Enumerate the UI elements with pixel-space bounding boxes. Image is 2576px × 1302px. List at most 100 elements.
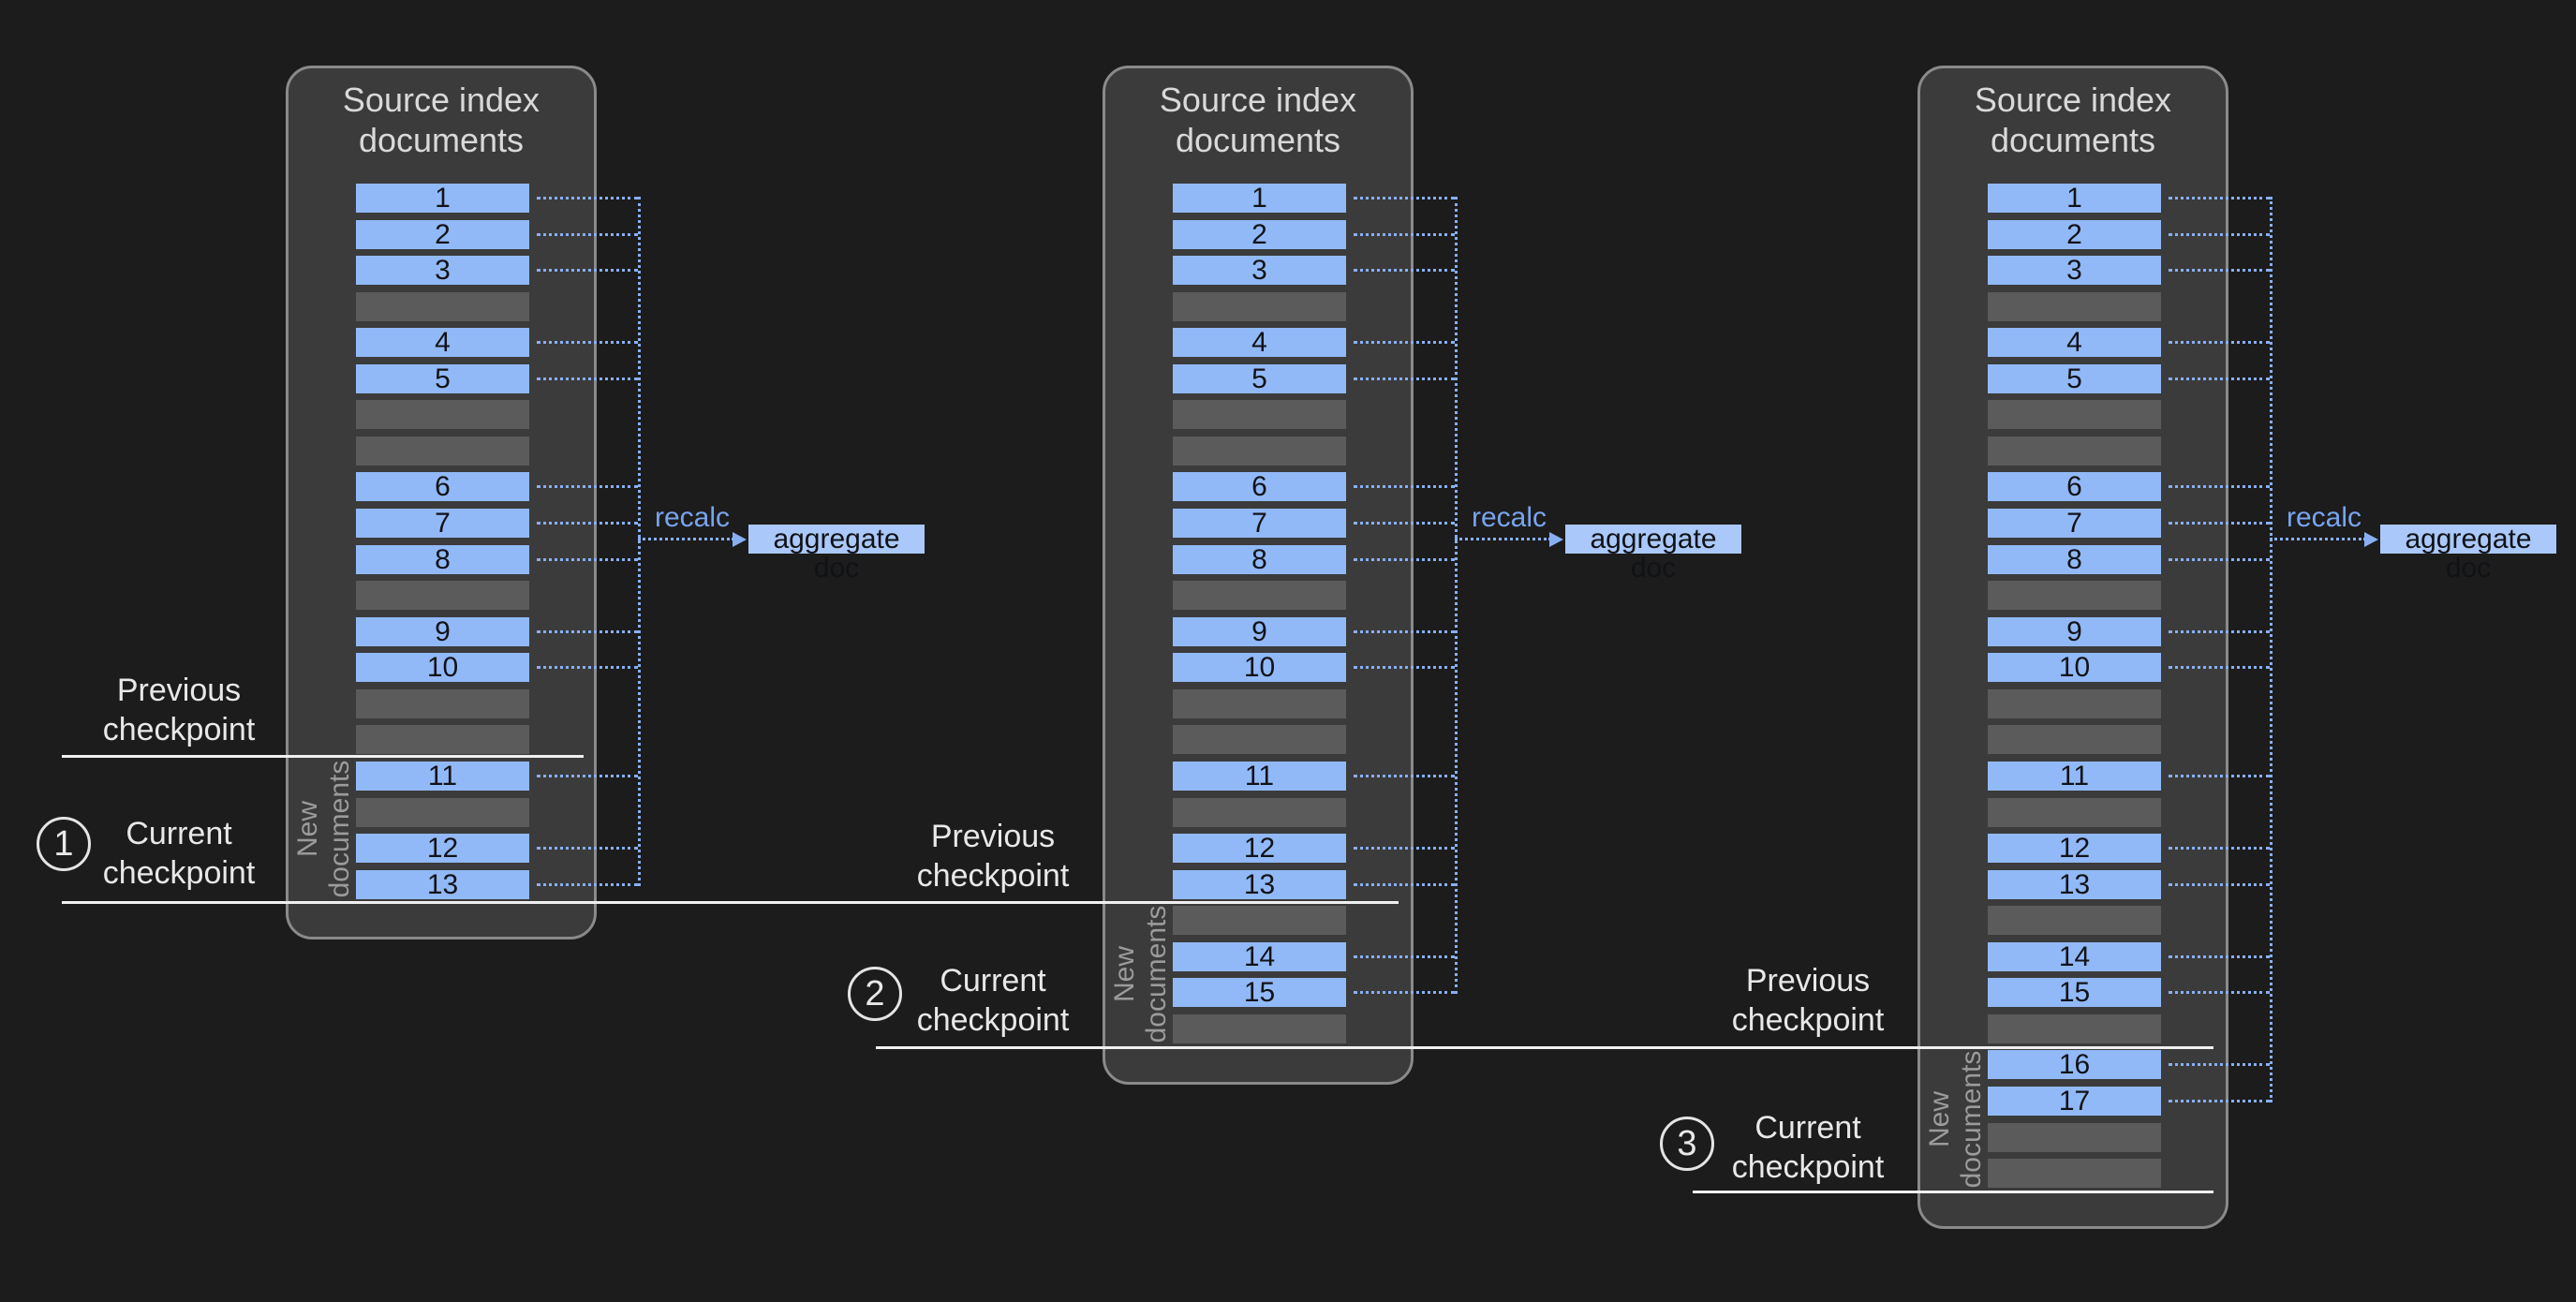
doc-bar-2: 2 (1173, 220, 1346, 249)
doc-connector-stub (1354, 197, 1455, 200)
doc-connector-stub (2169, 197, 2270, 200)
empty-doc-slot (1988, 1159, 2161, 1188)
checkpoint-number-badge-3: 3 (1660, 1117, 1714, 1171)
doc-connector-stub (1354, 377, 1455, 380)
doc-connector-stub (1354, 775, 1455, 777)
previous-label-line2: checkpoint (1, 710, 357, 749)
doc-bar-5: 5 (1988, 364, 2161, 393)
recalc-arrow (2270, 538, 2366, 540)
doc-connector-stub (1354, 233, 1455, 236)
panel-title: Source indexdocuments (1917, 80, 2228, 160)
doc-connector-stub (1354, 630, 1455, 633)
panel-title: Source indexdocuments (286, 80, 597, 160)
doc-bar-2: 2 (1988, 220, 2161, 249)
doc-bar-4: 4 (1173, 328, 1346, 357)
doc-bar-8: 8 (356, 545, 529, 574)
checkpoint-number-badge-1: 1 (37, 817, 91, 871)
doc-bar-2: 2 (356, 220, 529, 249)
doc-connector-stub (2169, 233, 2270, 236)
doc-bar-13: 13 (356, 870, 529, 899)
doc-bar-11: 11 (1173, 762, 1346, 791)
empty-doc-slot (356, 400, 529, 429)
doc-connector-stub (537, 558, 638, 561)
doc-connector-stub (2169, 991, 2270, 994)
doc-connector-stub (537, 341, 638, 344)
doc-connector-stub (537, 775, 638, 777)
doc-connector-stub (2169, 1100, 2270, 1102)
doc-connector-stub (2169, 377, 2270, 380)
doc-bar-3: 3 (1173, 256, 1346, 285)
doc-bar-17: 17 (1988, 1087, 2161, 1116)
panel-title-line1: Source index (286, 80, 597, 120)
empty-doc-slot (356, 798, 529, 827)
empty-doc-slot (1988, 292, 2161, 321)
previous-label-line1: Previous (1, 671, 357, 710)
panel-title: Source indexdocuments (1103, 80, 1414, 160)
empty-doc-slot (1173, 906, 1346, 935)
doc-bar-4: 4 (356, 328, 529, 357)
empty-doc-slot (1988, 689, 2161, 718)
doc-bar-5: 5 (356, 364, 529, 393)
panel-title-line2: documents (286, 120, 597, 160)
panel-title-line1: Source index (1103, 80, 1414, 120)
empty-doc-slot (1173, 292, 1346, 321)
aggregate-doc-box: aggregate doc (1565, 525, 1741, 554)
doc-bar-6: 6 (1173, 472, 1346, 501)
empty-doc-slot (1173, 689, 1346, 718)
empty-doc-slot (1173, 581, 1346, 610)
doc-connector-stub (1354, 991, 1455, 994)
connector-bracket (2270, 197, 2273, 1102)
empty-doc-slot (1988, 798, 2161, 827)
doc-connector-stub (1354, 883, 1455, 886)
doc-connector-stub (537, 377, 638, 380)
doc-connector-stub (537, 630, 638, 633)
doc-bar-10: 10 (1988, 653, 2161, 682)
aggregate-doc-box: aggregate doc (2380, 525, 2556, 554)
doc-bar-12: 12 (1173, 834, 1346, 863)
empty-doc-slot (1988, 436, 2161, 466)
doc-connector-stub (537, 522, 638, 525)
doc-bar-6: 6 (356, 472, 529, 501)
recalc-arrow (1455, 538, 1551, 540)
doc-bar-8: 8 (1173, 545, 1346, 574)
empty-doc-slot (1988, 400, 2161, 429)
doc-bar-8: 8 (1988, 545, 2161, 574)
connector-bracket (1455, 197, 1458, 994)
empty-doc-slot (1173, 1014, 1346, 1043)
previous-label-line2: checkpoint (1630, 1000, 1986, 1040)
doc-bar-10: 10 (1173, 653, 1346, 682)
doc-bar-1: 1 (1988, 184, 2161, 213)
doc-connector-stub (1354, 341, 1455, 344)
doc-bar-5: 5 (1173, 364, 1346, 393)
empty-doc-slot (356, 436, 529, 466)
panel-title-line1: Source index (1917, 80, 2228, 120)
checkpoint-line-2 (62, 901, 1399, 904)
doc-bar-13: 13 (1173, 870, 1346, 899)
recalc-label: recalc (636, 502, 748, 534)
doc-connector-stub (537, 197, 638, 200)
doc-connector-stub (2169, 558, 2270, 561)
doc-bar-11: 11 (1988, 762, 2161, 791)
panel-title-line2: documents (1103, 120, 1414, 160)
doc-connector-stub (1354, 558, 1455, 561)
doc-connector-stub (2169, 630, 2270, 633)
checkpoint-line-4 (1693, 1191, 2213, 1193)
checkpoint-line-3 (876, 1046, 2213, 1049)
doc-bar-14: 14 (1173, 942, 1346, 971)
doc-bar-10: 10 (356, 653, 529, 682)
doc-bar-7: 7 (356, 509, 529, 538)
doc-connector-stub (537, 269, 638, 272)
doc-connector-stub (2169, 269, 2270, 272)
doc-connector-stub (1354, 666, 1455, 669)
aggregate-doc-box: aggregate doc (748, 525, 925, 554)
doc-connector-stub (2169, 883, 2270, 886)
doc-bar-3: 3 (356, 256, 529, 285)
doc-bar-13: 13 (1988, 870, 2161, 899)
doc-connector-stub (1354, 269, 1455, 272)
doc-bar-12: 12 (356, 834, 529, 863)
recalc-label: recalc (1453, 502, 1565, 534)
doc-connector-stub (1354, 847, 1455, 850)
recalc-arrow (638, 538, 734, 540)
empty-doc-slot (1173, 400, 1346, 429)
